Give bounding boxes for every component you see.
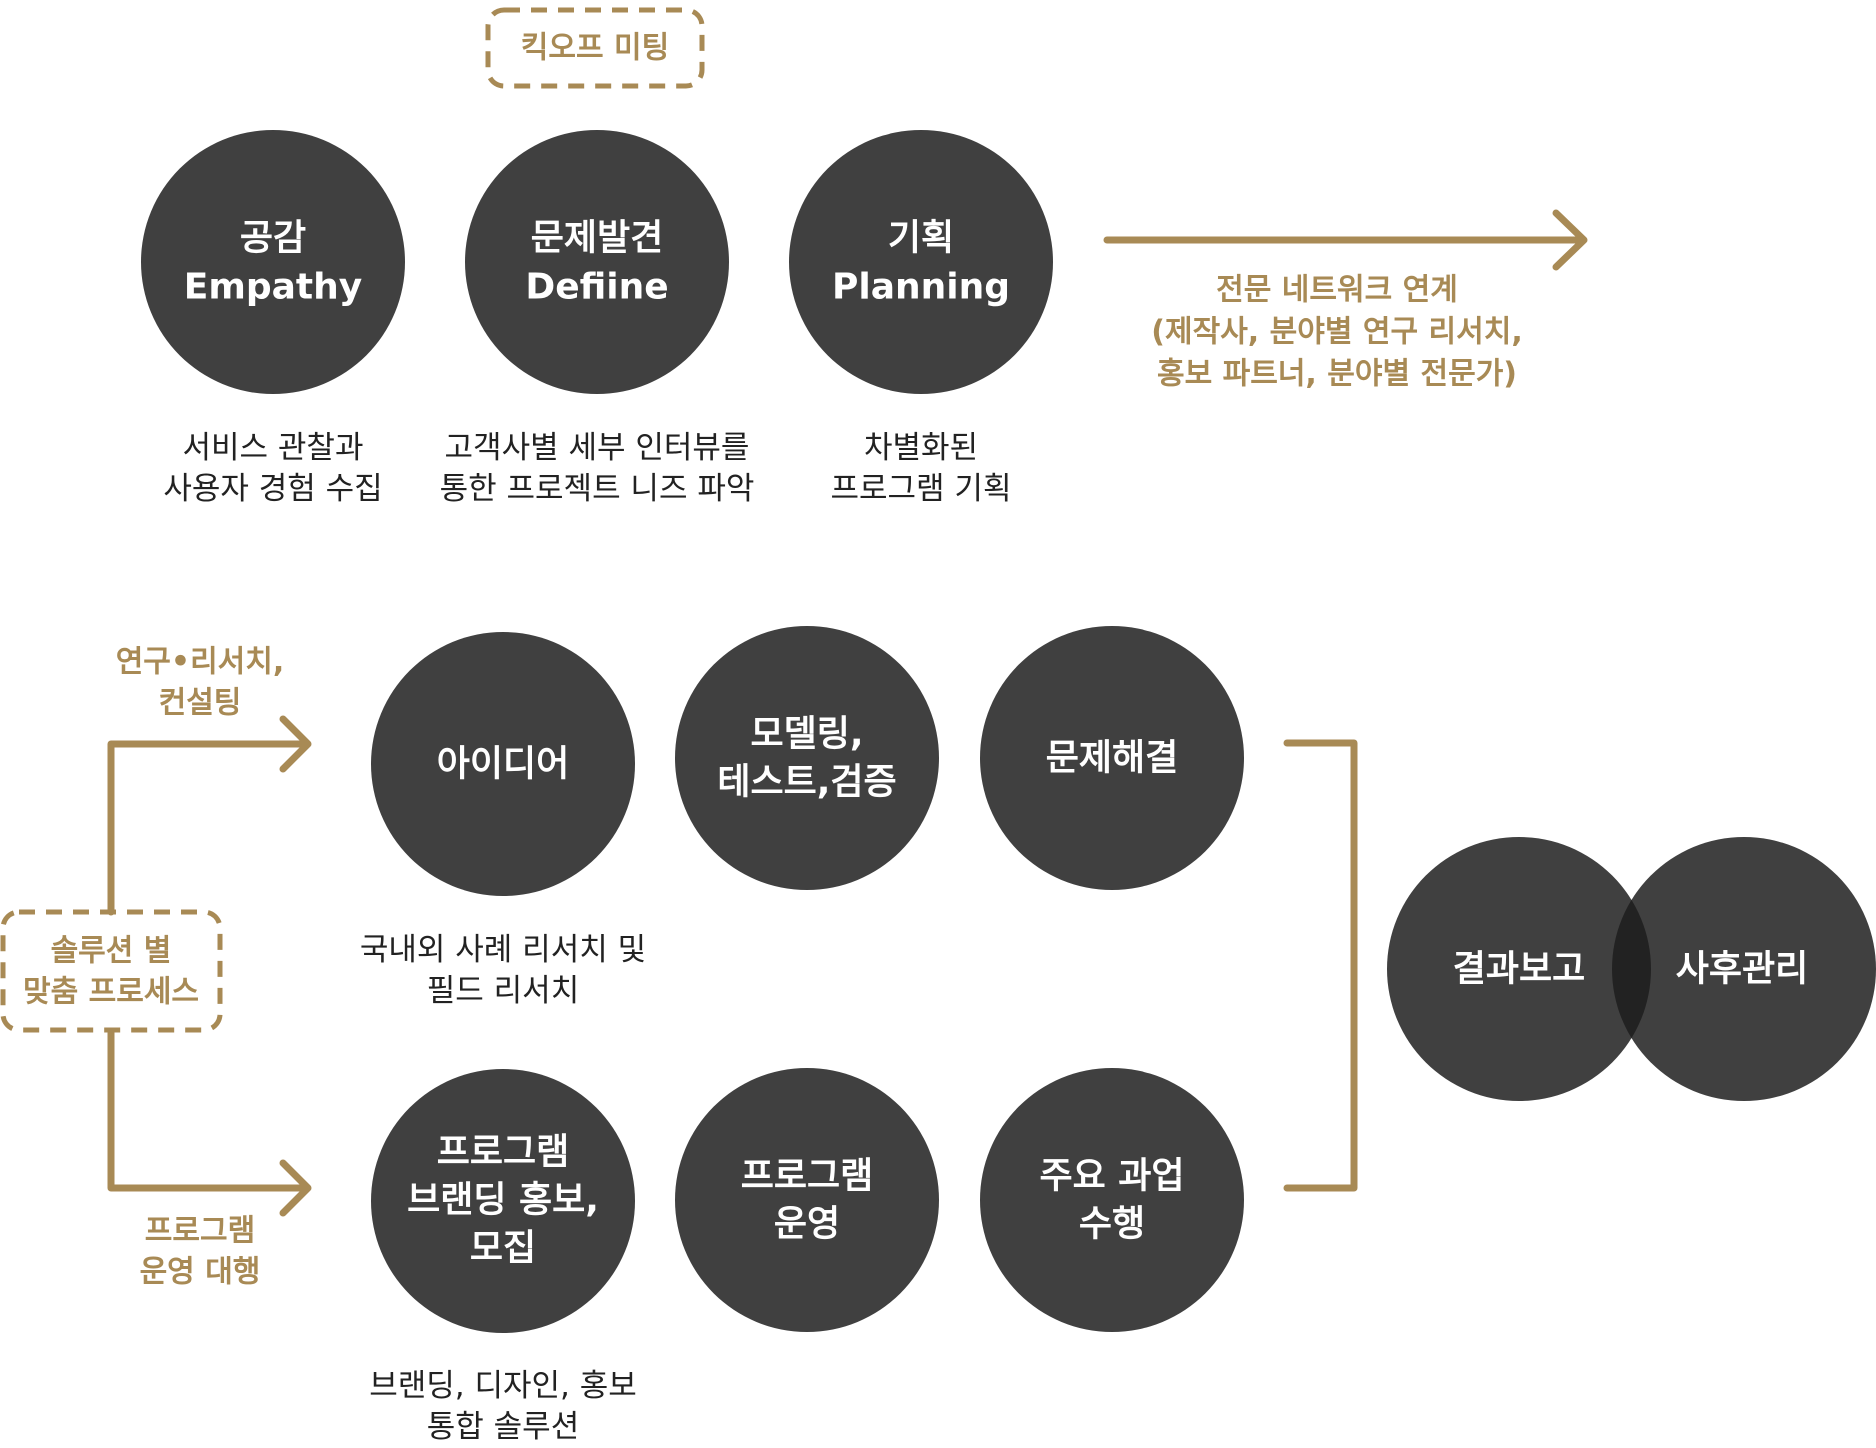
process-box <box>0 909 223 1033</box>
branch-connector-top <box>107 715 312 916</box>
node-modeling-circle <box>675 626 939 890</box>
research-track-label-2: 컨설팅 <box>159 686 242 721</box>
research-track-label-1: 연구•리서치, <box>116 645 285 680</box>
phase-planning-circle <box>789 130 1053 394</box>
phase-empathy-circle <box>141 130 405 394</box>
merge-bracket <box>1283 739 1358 1192</box>
node-program-operation-label-1: 프로그램 <box>741 1156 873 1197</box>
node-modeling-label-1: 모델링, <box>750 714 863 755</box>
phase-planning-label: 기획 <box>888 218 954 259</box>
phase-planning-desc-2: 프로그램 기획 <box>831 471 1012 507</box>
node-main-task-circle <box>980 1068 1244 1332</box>
node-program-operation: 프로그램 운영 <box>675 1068 939 1332</box>
network-text-2: (제작사, 분야별 연구 리서치, <box>1151 315 1522 350</box>
research-desc-2: 필드 리서치 <box>427 973 579 1009</box>
program-track-label-2: 운영 대행 <box>140 1255 261 1290</box>
phase-define: 문제발견 Defiine <box>465 130 729 394</box>
node-program-branding-label-1: 프로그램 <box>437 1132 569 1173</box>
node-program-branding: 프로그램 브랜딩 홍보, 모집 <box>371 1069 635 1333</box>
phase-define-desc-1: 고객사별 세부 인터뷰를 <box>445 430 750 466</box>
node-modeling: 모델링, 테스트,검증 <box>675 626 939 890</box>
node-main-task: 주요 과업 수행 <box>980 1068 1244 1332</box>
node-idea: 아이디어 <box>371 632 635 896</box>
program-track-label-1: 프로그램 <box>145 1214 255 1249</box>
node-program-operation-label-2: 운영 <box>774 1204 840 1245</box>
phase-empathy-label: 공감 <box>240 218 306 259</box>
network-arrow <box>1103 209 1588 271</box>
node-problem-solving: 문제해결 <box>980 626 1244 890</box>
phase-empathy-desc-2: 사용자 경험 수집 <box>163 471 382 507</box>
node-main-task-label-1: 주요 과업 <box>1039 1156 1184 1197</box>
process-box-text-2: 맞춤 프로세스 <box>23 975 199 1010</box>
node-problem-solving-circle <box>980 626 1244 890</box>
node-main-task-label-2: 수행 <box>1079 1204 1145 1245</box>
phase-planning: 기획 Planning <box>789 130 1053 394</box>
phase-define-desc-2: 통한 프로젝트 니즈 파악 <box>440 471 755 507</box>
network-text-1: 전문 네트워크 연계 <box>1216 273 1458 308</box>
phase-define-label-en: Defiine <box>525 267 668 308</box>
research-desc-1: 국내외 사례 리서치 및 <box>360 932 646 968</box>
phase-empathy-label-en: Empathy <box>184 267 362 308</box>
result-aftercare-circle <box>1612 837 1876 1101</box>
phase-define-label: 문제발견 <box>531 218 663 259</box>
kickoff-box <box>485 7 705 89</box>
result-report-label: 결과보고 <box>1453 949 1585 990</box>
process-box-text-1: 솔루션 별 <box>51 934 172 969</box>
phase-empathy: 공감 Empathy <box>141 130 405 394</box>
node-program-operation-circle <box>675 1068 939 1332</box>
node-program-branding-label-2: 브랜딩 홍보, <box>407 1180 599 1221</box>
branch-connector-bottom <box>107 1028 312 1217</box>
result-report-circle <box>1387 837 1651 1101</box>
node-modeling-label-2: 테스트,검증 <box>717 762 896 803</box>
node-problem-solving-label: 문제해결 <box>1046 738 1178 779</box>
phase-empathy-desc-1: 서비스 관찰과 <box>183 430 364 466</box>
phase-planning-label-en: Planning <box>832 267 1010 308</box>
node-idea-circle <box>371 632 635 896</box>
network-text-3: 홍보 파트너, 분야별 전문가) <box>1157 357 1517 392</box>
node-program-branding-circle <box>371 1069 635 1333</box>
phase-define-circle <box>465 130 729 394</box>
program-desc-1: 브랜딩, 디자인, 홍보 <box>369 1368 637 1404</box>
node-idea-label: 아이디어 <box>437 744 569 785</box>
phase-planning-desc-1: 차별화된 <box>864 430 978 466</box>
program-desc-2: 통합 솔루션 <box>427 1409 579 1445</box>
kickoff-label: 킥오프 미팅 <box>521 31 669 66</box>
result-aftercare-label: 사후관리 <box>1676 949 1808 990</box>
node-program-branding-label-3: 모집 <box>470 1228 536 1269</box>
